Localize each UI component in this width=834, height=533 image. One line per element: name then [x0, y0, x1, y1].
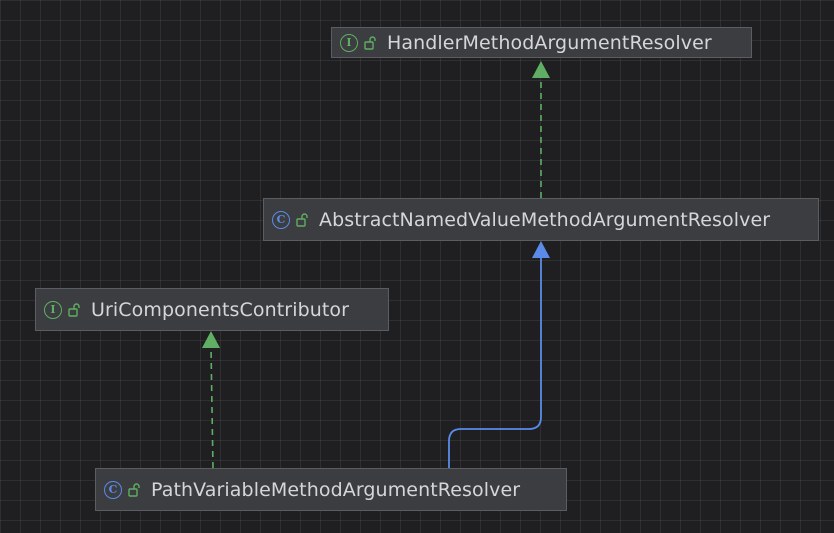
edge-path-implements-uri — [210, 347, 214, 469]
public-open-lock-icon — [68, 302, 80, 317]
node-name: AbstractNamedValueMethodArgumentResolver — [319, 208, 771, 231]
public-open-lock-icon — [128, 482, 140, 497]
node-path-variable-method-argument-resolver[interactable]: C PathVariableMethodArgumentResolver — [95, 468, 567, 511]
interface-kind-icon: I — [44, 300, 62, 319]
public-open-lock-icon — [296, 212, 308, 227]
node-name: HandlerMethodArgumentResolver — [387, 31, 712, 54]
node-name: UriComponentsContributor — [91, 298, 350, 321]
edge-arrowhead-abstract — [532, 241, 550, 258]
node-handler-method-argument-resolver[interactable]: I HandlerMethodArgumentResolver — [331, 27, 752, 58]
class-kind-icon: C — [272, 210, 290, 229]
edge-arrowhead-uri — [202, 331, 220, 348]
node-abstract-named-value-method-argument-resolver[interactable]: C AbstractNamedValueMethodArgumentResolv… — [263, 198, 819, 241]
class-kind-icon: C — [104, 480, 122, 499]
public-open-lock-icon — [364, 35, 376, 50]
edge-path-extends-abstract — [448, 258, 542, 468]
node-uri-components-contributor[interactable]: I UriComponentsContributor — [35, 288, 389, 331]
interface-kind-icon: I — [340, 33, 358, 52]
node-name: PathVariableMethodArgumentResolver — [151, 478, 521, 501]
edge-arrowhead-handler — [532, 61, 550, 78]
